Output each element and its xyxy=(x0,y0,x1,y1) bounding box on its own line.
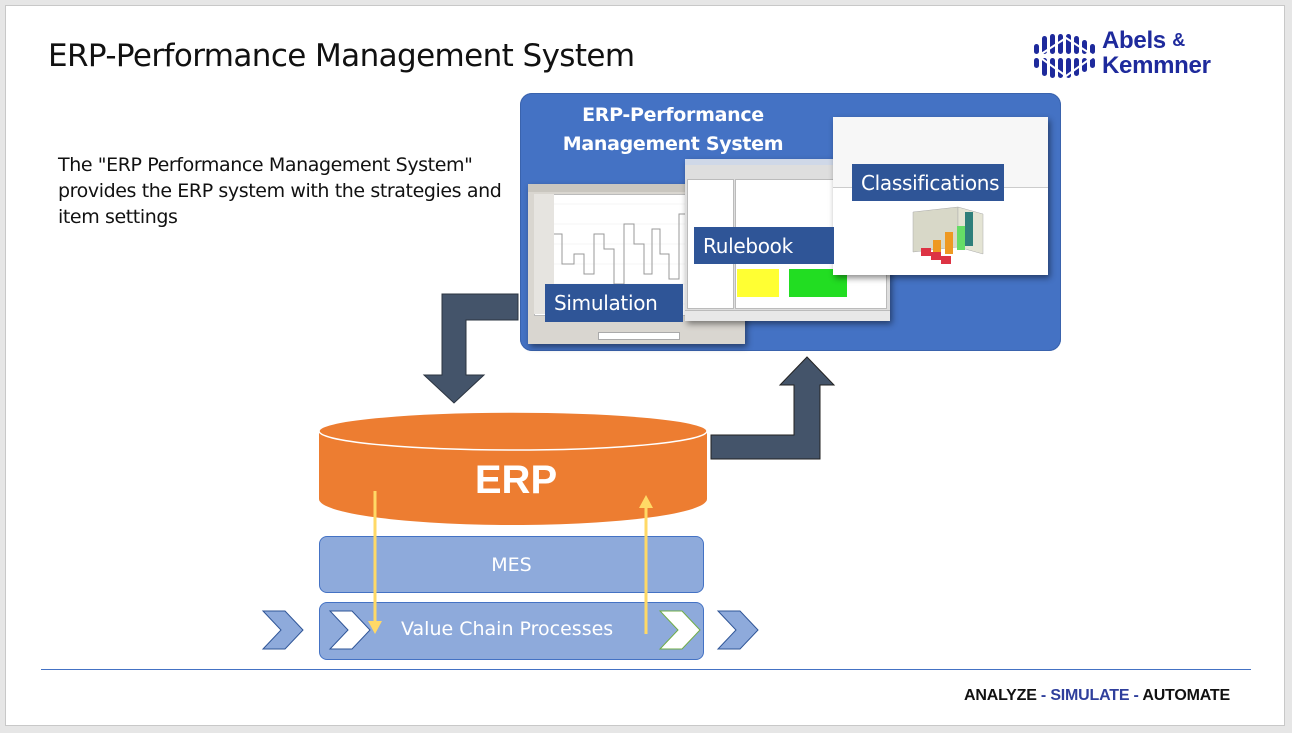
panel-title: ERP-Performance Management System xyxy=(520,101,826,159)
intro-text: The "ERP Performance Management System" … xyxy=(58,154,502,228)
erp-database-cylinder xyxy=(318,411,708,525)
3d-bar-chart-icon xyxy=(912,206,984,264)
footer-tagline: ANALYZE - SIMULATE - AUTOMATE xyxy=(964,687,1230,705)
panel-title-line2: Management System xyxy=(562,133,784,155)
value-chain-label: Value Chain Processes xyxy=(401,618,614,640)
mes-label: MES xyxy=(491,553,532,576)
performance-management-panel: ERP-Performance Management System xyxy=(520,93,1061,351)
logo-wordmark: Abels & Kemmner xyxy=(1102,28,1211,78)
tagline-simulate: SIMULATE xyxy=(1050,687,1130,704)
mes-layer: MES xyxy=(319,536,704,593)
slide-title: ERP-Performance Management System xyxy=(48,38,635,74)
chevron-right-icon xyxy=(658,610,701,650)
logo-ampersand: & xyxy=(1172,30,1185,50)
footer-divider xyxy=(41,669,1251,670)
panel-title-line1: ERP-Performance xyxy=(582,104,764,126)
slide: ERP-Performance Management System Abels … xyxy=(5,5,1285,726)
abels-kemmner-mark-icon xyxy=(1034,34,1096,78)
module-label-simulation: Simulation xyxy=(545,284,683,322)
logo-line2: Kemmner xyxy=(1102,52,1211,79)
chevron-right-icon xyxy=(716,610,759,650)
module-label-classifications: Classifications xyxy=(852,164,1004,201)
tagline-analyze: ANALYZE xyxy=(964,687,1037,704)
logo-line1: Abels xyxy=(1102,27,1166,54)
arrow-up-icon xyxy=(710,356,836,460)
arrow-down-icon xyxy=(368,491,382,634)
company-logo: Abels & Kemmner xyxy=(1032,28,1262,82)
chevron-right-icon xyxy=(328,610,371,650)
tagline-separator: - xyxy=(1036,687,1051,704)
arrow-down-icon xyxy=(422,293,519,404)
chevron-right-icon xyxy=(261,610,304,650)
value-chain-layer xyxy=(319,602,704,660)
arrow-up-icon xyxy=(639,495,653,634)
erp-label: ERP xyxy=(474,458,558,502)
tagline-automate: AUTOMATE xyxy=(1142,687,1230,704)
tagline-separator: - xyxy=(1129,687,1143,704)
module-label-rulebook: Rulebook xyxy=(694,227,834,264)
